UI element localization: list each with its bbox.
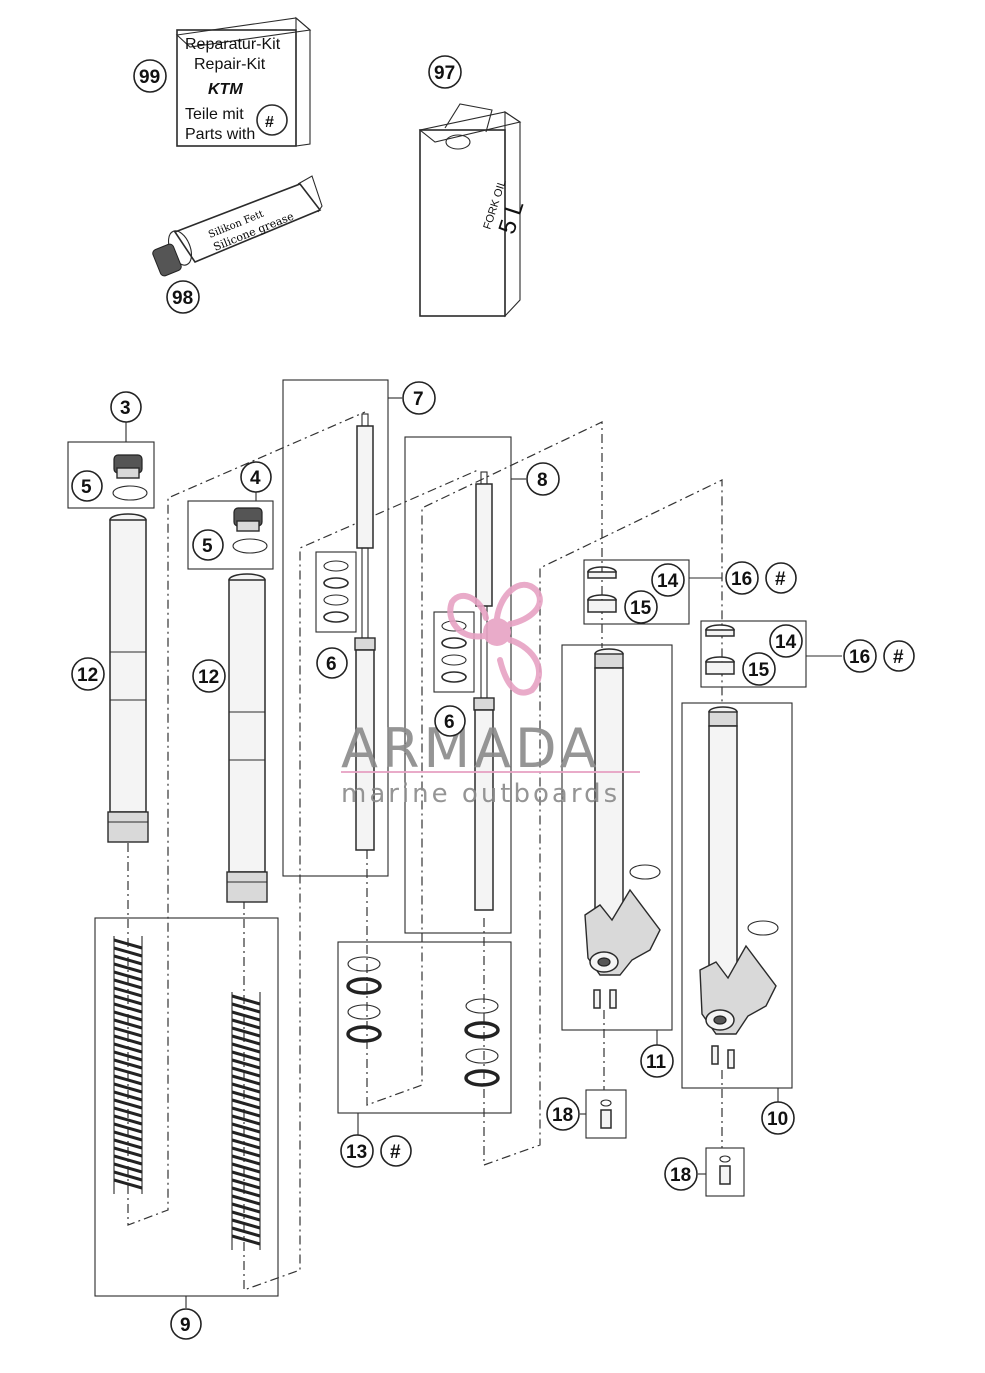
cartridge-8 <box>441 471 495 911</box>
callout-16-upper-hash: # <box>765 562 797 594</box>
inner-tube-10 <box>699 706 779 1069</box>
callout-16-lower-hash: # <box>883 640 915 672</box>
callouts: 99 97 98 3 4 5 5 7 8 6 6 12 12 14 15 16 … <box>71 55 915 1340</box>
svg-text:8: 8 <box>537 470 548 491</box>
callout-15-lower: 15 <box>742 652 776 686</box>
callout-14-lower: 14 <box>769 624 803 658</box>
svg-text:13: 13 <box>346 1142 367 1163</box>
fork-spring-left <box>113 936 143 1194</box>
kit-line-2: Repair-Kit <box>194 56 266 73</box>
svg-text:12: 12 <box>198 667 219 688</box>
callout-13-hash: # <box>380 1135 412 1167</box>
callout-18-lower: 18 <box>664 1157 698 1191</box>
svg-text:7: 7 <box>413 389 424 410</box>
ktm-logo: KTM <box>208 81 243 98</box>
seal-kit-13 <box>346 956 500 1087</box>
svg-text:12: 12 <box>77 665 98 686</box>
svg-text:#: # <box>893 647 904 668</box>
watermark-subtitle: marine outboards <box>341 779 620 809</box>
callout-16-lower: 16 <box>843 639 877 673</box>
svg-text:18: 18 <box>670 1165 691 1186</box>
callout-5-left: 5 <box>71 470 103 502</box>
callout-16-upper: 16 <box>725 561 759 595</box>
svg-text:16: 16 <box>731 569 752 590</box>
callout-13: 13 <box>340 1134 374 1168</box>
callout-5-right: 5 <box>192 529 224 561</box>
svg-text:97: 97 <box>434 63 455 84</box>
cartridge-7 <box>323 413 376 851</box>
svg-text:4: 4 <box>250 468 261 489</box>
fork-oil-can: FORK OIL 5 L <box>418 103 529 318</box>
callout-98: 98 <box>166 280 200 314</box>
svg-text:3: 3 <box>120 398 131 419</box>
callout-14-upper: 14 <box>651 563 685 597</box>
kit-line-4: Parts with <box>185 126 255 143</box>
kit-hash-symbol: # <box>265 114 274 131</box>
outer-tube-left <box>107 513 149 843</box>
watermark-title: ARMADA <box>341 717 601 780</box>
callout-15-upper: 15 <box>624 590 658 624</box>
callout-12-right: 12 <box>192 659 226 693</box>
bushings-lower <box>705 624 735 675</box>
svg-text:6: 6 <box>444 712 455 733</box>
valve-18-lower <box>719 1155 731 1185</box>
repair-kit-box: Reparatur-Kit Repair-Kit KTM Teile mit P… <box>175 16 312 147</box>
callout-18-upper: 18 <box>546 1097 580 1131</box>
callout-99: 99 <box>133 59 167 93</box>
armada-watermark: ARMADA marine outboards <box>341 581 640 809</box>
svg-text:#: # <box>775 569 786 590</box>
fork-cap-3 <box>112 454 148 501</box>
valve-18-upper <box>600 1099 612 1129</box>
callout-4: 4 <box>240 461 272 493</box>
fork-spring-right <box>231 992 261 1250</box>
callout-3: 3 <box>110 391 142 423</box>
svg-text:10: 10 <box>767 1109 788 1130</box>
kit-line-1: Reparatur-Kit <box>185 36 281 53</box>
outer-tube-right <box>226 573 268 903</box>
silicone-grease-tube: Silikon Fett Silicone grease <box>152 175 323 277</box>
svg-text:16: 16 <box>849 647 870 668</box>
group-frames <box>67 379 807 1297</box>
callout-8: 8 <box>526 462 560 496</box>
callout-12-left: 12 <box>71 657 105 691</box>
inner-tube-11 <box>584 648 661 1009</box>
svg-text:15: 15 <box>748 660 770 681</box>
svg-text:18: 18 <box>552 1105 573 1126</box>
svg-text:14: 14 <box>775 632 797 653</box>
callout-97: 97 <box>428 55 462 89</box>
svg-text:#: # <box>390 1142 401 1163</box>
svg-text:5: 5 <box>81 477 92 498</box>
svg-text:5: 5 <box>202 536 213 557</box>
svg-text:14: 14 <box>657 571 679 592</box>
fork-cap-4 <box>232 507 268 554</box>
svg-text:99: 99 <box>139 67 160 88</box>
callout-leaders <box>125 397 842 1308</box>
callout-9: 9 <box>170 1308 202 1340</box>
callout-10: 10 <box>761 1101 795 1135</box>
svg-text:6: 6 <box>326 654 337 675</box>
callout-11: 11 <box>640 1044 674 1078</box>
svg-text:15: 15 <box>630 598 652 619</box>
bushings-upper <box>587 566 617 613</box>
svg-text:98: 98 <box>172 288 193 309</box>
propeller-logo <box>447 581 543 696</box>
callout-6-right: 6 <box>434 705 466 737</box>
svg-text:11: 11 <box>646 1052 667 1073</box>
svg-text:9: 9 <box>180 1315 191 1336</box>
callout-7: 7 <box>402 381 436 415</box>
callout-6-left: 6 <box>316 647 348 679</box>
kit-line-3: Teile mit <box>185 106 244 123</box>
